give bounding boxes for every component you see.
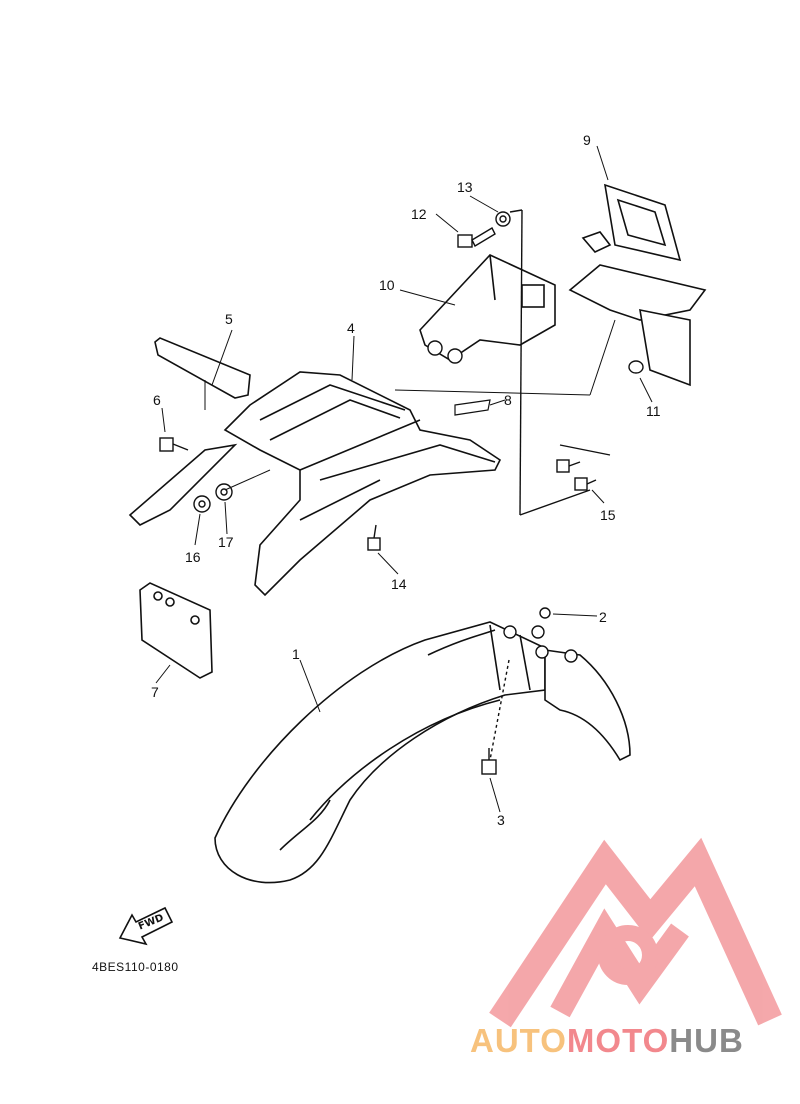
callout-7: 7 (151, 684, 159, 700)
rear-fender (214, 621, 631, 884)
grommet-11 (628, 360, 644, 374)
bracket-nuts (427, 340, 463, 364)
bolt-6 (159, 437, 189, 452)
forward-arrow-icon (118, 906, 174, 946)
callout-11: 11 (646, 403, 661, 419)
callout-2: 2 (599, 609, 607, 625)
seat-pad (154, 337, 251, 399)
mud-flap (139, 582, 213, 679)
callout-3: 3 (497, 812, 505, 828)
callout-8: 8 (504, 392, 512, 408)
callout-15: 15 (600, 507, 616, 523)
callout-13: 13 (457, 179, 473, 195)
callout-17: 17 (218, 534, 234, 550)
watermark-hub: HUB (669, 1022, 744, 1059)
watermark-moto: MOTO (566, 1022, 670, 1059)
fender-fasteners (481, 607, 578, 775)
callout-4: 4 (347, 320, 355, 336)
watermark-logo-mark (489, 837, 782, 1028)
callout-6: 6 (153, 392, 161, 408)
seat-fender-cover (128, 371, 502, 597)
watermark-brand: AUTOMOTOHUB (470, 1022, 744, 1060)
screws-15 (556, 444, 611, 491)
decal-8 (454, 399, 491, 416)
callout-12: 12 (411, 206, 427, 222)
bolt-14 (367, 524, 381, 551)
callout-10: 10 (379, 277, 395, 293)
callout-1: 1 (292, 646, 300, 662)
reference-lines (204, 319, 616, 491)
callout-9: 9 (583, 132, 591, 148)
bolt-12-washer-13 (457, 209, 591, 516)
nuts-16-17 (193, 483, 233, 513)
license-plate-bracket (568, 183, 707, 387)
leader-lines (155, 145, 653, 813)
watermark-auto: AUTO (470, 1022, 567, 1059)
callout-5: 5 (225, 311, 233, 327)
callout-16: 16 (185, 549, 201, 565)
callout-14: 14 (391, 576, 407, 592)
diagram-code: 4BES110-0180 (92, 960, 179, 974)
